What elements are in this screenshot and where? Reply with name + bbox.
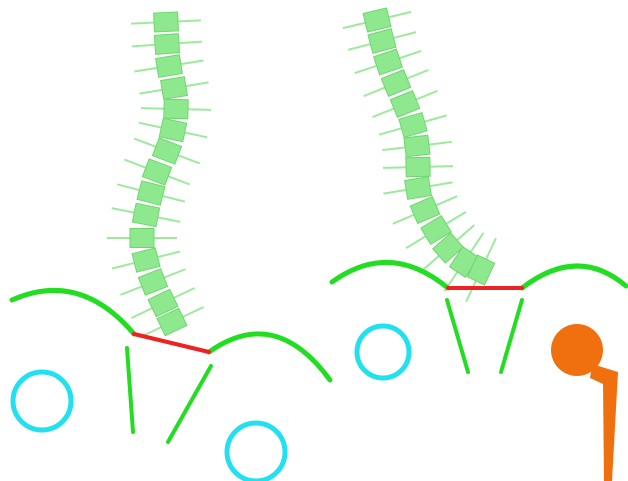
- left-vertebral-body: [138, 269, 167, 295]
- right-vertebra: [381, 132, 453, 159]
- left-vertebra: [131, 32, 202, 56]
- left-vertebra: [110, 199, 182, 231]
- left-spine-column: [107, 11, 211, 346]
- right-vertebral-body: [404, 135, 430, 157]
- left-vertebra: [131, 11, 202, 33]
- right-femoral-head-circle: [357, 326, 409, 378]
- left-vertebral-body: [154, 34, 179, 55]
- left-vertebra: [138, 73, 210, 103]
- left-vertebral-body: [164, 99, 188, 119]
- left-vertebral-body: [130, 229, 154, 248]
- left-iliac-arch-right: [209, 334, 330, 380]
- right-vertebral-body: [390, 91, 419, 118]
- left-vertebra: [133, 51, 205, 81]
- right-iliac-arch-left: [332, 262, 448, 288]
- left-vertebra: [115, 175, 188, 211]
- left-vertebra: [141, 99, 211, 120]
- right-vertebral-body: [381, 70, 410, 97]
- right-vertebra: [383, 157, 453, 178]
- left-vertebral-body: [161, 77, 188, 100]
- right-vertebra: [382, 173, 454, 203]
- left-vertebral-body: [159, 118, 186, 142]
- hip-implant-icon: [551, 324, 618, 481]
- left-vertebral-body: [152, 138, 181, 164]
- left-vertebral-body: [154, 12, 179, 32]
- left-iliac-arch-left: [12, 290, 134, 334]
- right-vertebral-body: [399, 113, 427, 138]
- right-ischium-line-left: [447, 300, 468, 372]
- left-vertebral-body: [132, 203, 159, 226]
- right-vertebral-body: [405, 177, 432, 200]
- left-sacral-plate-line: [134, 334, 209, 352]
- right-vertebral-body: [363, 8, 391, 32]
- right-panel: [332, 3, 626, 481]
- right-vertebral-body: [368, 29, 396, 53]
- left-vertebral-body: [142, 159, 171, 185]
- right-iliac-arch-right: [522, 266, 626, 288]
- left-femoral-head-circle-2: [227, 423, 285, 481]
- left-ischium-line-right: [168, 366, 211, 442]
- right-ischium-line-right: [501, 300, 522, 372]
- left-vertebral-body: [137, 181, 165, 205]
- left-panel: [12, 11, 330, 481]
- left-vertebra: [107, 229, 177, 248]
- left-femoral-head-circle-1: [13, 372, 71, 430]
- right-vertebral-body: [374, 49, 403, 75]
- right-vertebral-body: [406, 157, 430, 177]
- right-spine-column: [341, 3, 505, 306]
- left-vertebral-body: [132, 248, 160, 272]
- left-ischium-line-left: [127, 348, 133, 432]
- left-vertebral-body: [156, 55, 183, 78]
- implant-stem: [590, 364, 618, 481]
